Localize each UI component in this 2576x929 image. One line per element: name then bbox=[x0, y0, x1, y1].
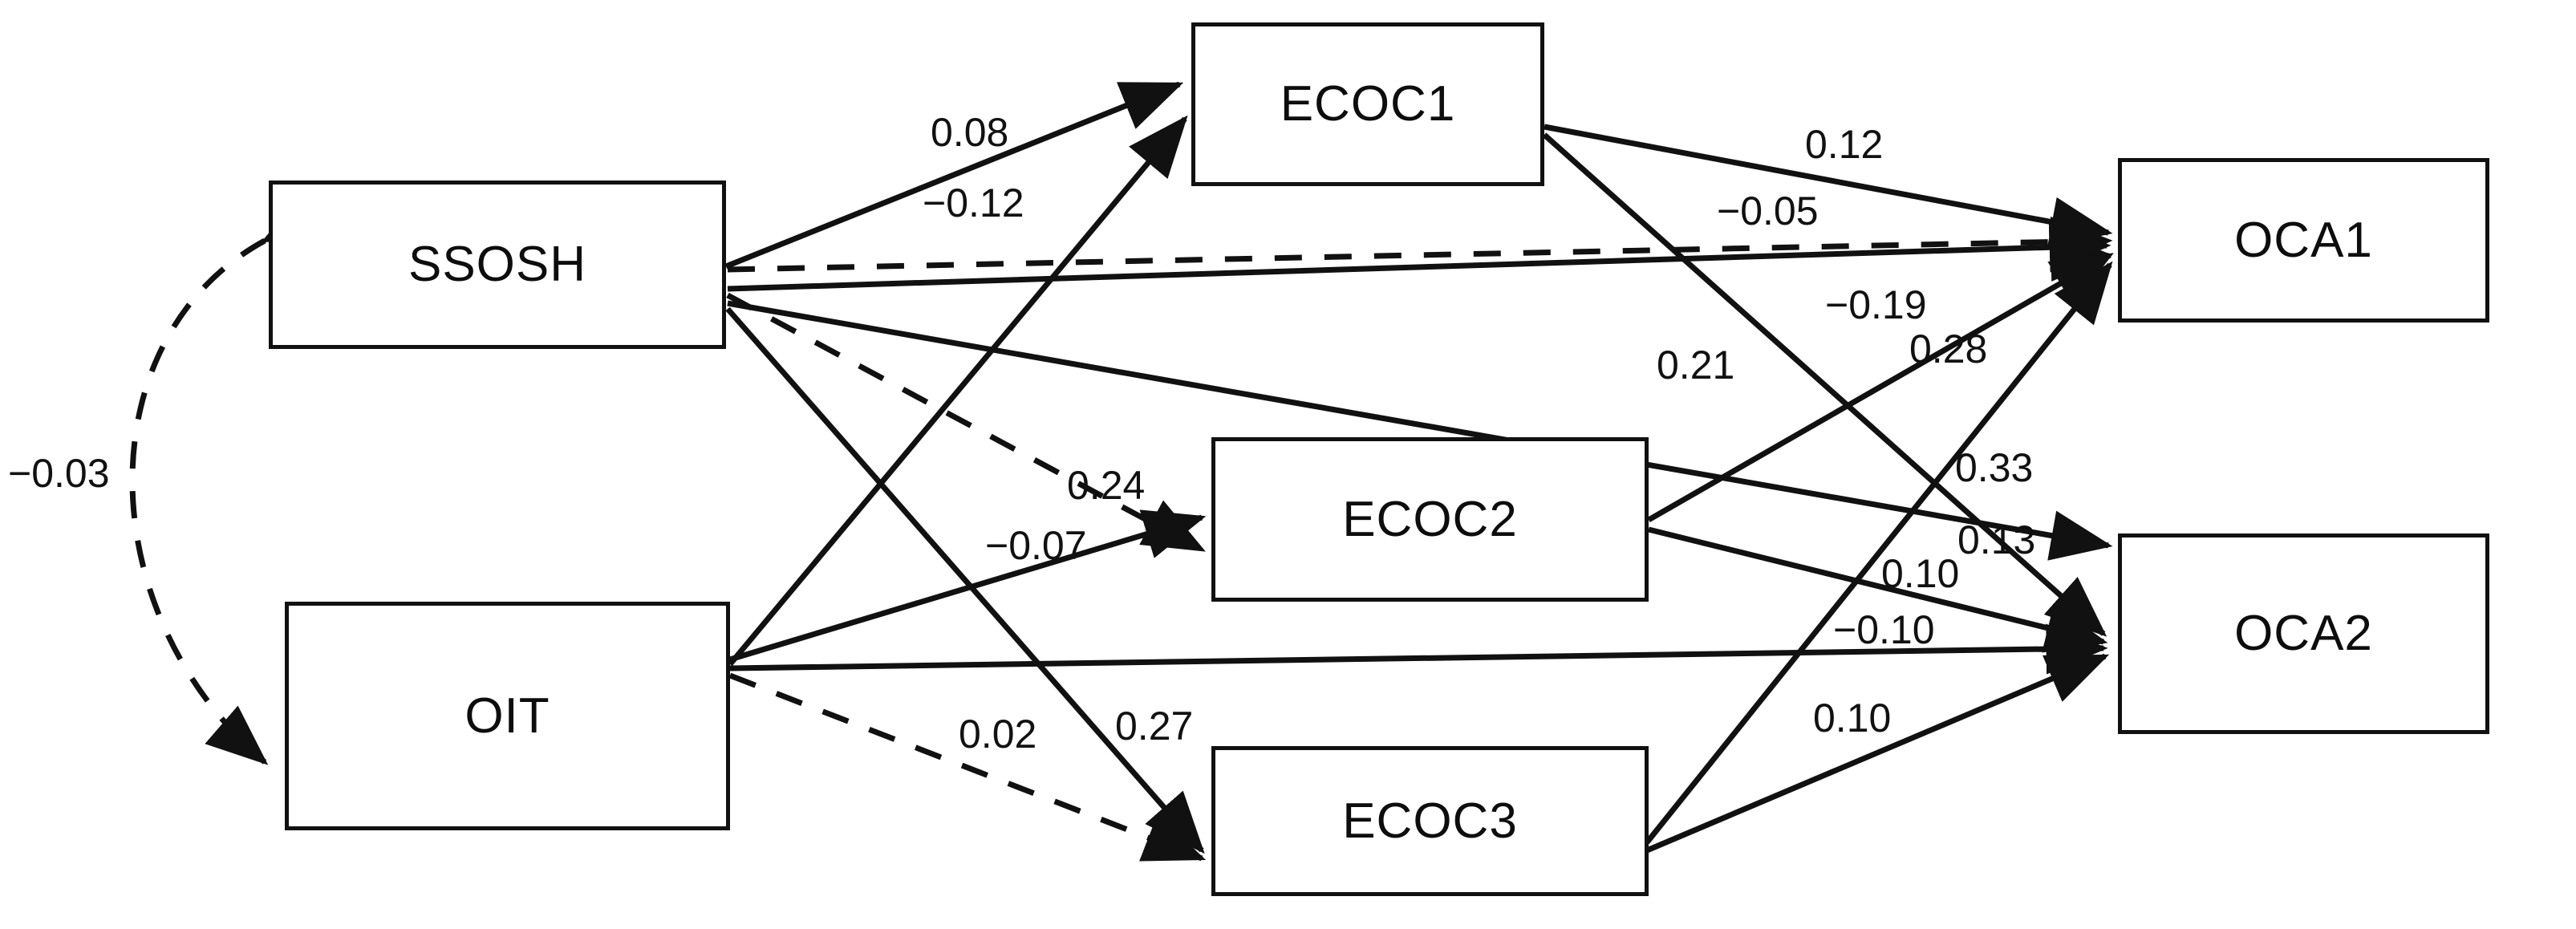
node-oca2[interactable]: OCA2 bbox=[2118, 533, 2489, 734]
edge-ssosh-ecoc1 bbox=[724, 81, 1184, 270]
node-oca1[interactable]: OCA1 bbox=[2118, 158, 2489, 323]
edge-ecoc1-oca1 bbox=[1544, 124, 2113, 247]
node-ssosh[interactable]: SSOSH bbox=[269, 181, 726, 349]
edge-label-ssosh-ecoc3: 0.27 bbox=[1115, 704, 1194, 748]
edge-ssosh-ecoc2-dashed bbox=[726, 292, 1206, 553]
edge-oit-oca2 bbox=[729, 623, 2108, 675]
node-ecoc1-label: ECOC1 bbox=[1280, 76, 1456, 132]
edge-ssosh-oca2 bbox=[727, 300, 2113, 561]
edge-label-ecoc2-oca1: 0.28 bbox=[1909, 327, 1988, 371]
edge-label-ecoc1-oca2: 0.13 bbox=[1957, 517, 2036, 562]
edge-label-ecoc3-oca1: −0.19 bbox=[1825, 282, 1927, 327]
edge-ssosh-oit-covariance bbox=[129, 191, 327, 765]
edge-label-ssosh-ecoc1: 0.08 bbox=[931, 110, 1009, 155]
edge-ecoc3-oca1 bbox=[1645, 261, 2113, 845]
edge-label-oit-ecoc2: 0.24 bbox=[1067, 463, 1146, 508]
node-ecoc3-label: ECOC3 bbox=[1342, 793, 1518, 849]
edge-ssosh-oca1-dashed bbox=[727, 217, 2113, 273]
edge-label-ssosh-ecoc2: −0.07 bbox=[985, 523, 1087, 568]
edge-label-ssosh-oca1-dashed: −0.05 bbox=[1717, 189, 1819, 233]
node-ecoc2[interactable]: ECOC2 bbox=[1211, 437, 1649, 602]
edge-ssosh-ecoc3 bbox=[725, 306, 1205, 854]
node-oca2-label: OCA2 bbox=[2234, 606, 2373, 661]
edge-ecoc1-oca2 bbox=[1542, 132, 2107, 637]
edge-label-ecoc3-oca2: 0.10 bbox=[1813, 696, 1892, 740]
edge-label-oit-ecoc1: −0.12 bbox=[923, 181, 1024, 225]
node-ssosh-label: SSOSH bbox=[408, 237, 587, 292]
edge-ecoc2-oca2 bbox=[1648, 526, 2108, 653]
edge-ssosh-oca1-line bbox=[727, 221, 2112, 292]
edge-oit-ecoc1 bbox=[728, 115, 1188, 667]
node-oca1-label: OCA1 bbox=[2234, 212, 2373, 268]
edge-oit-ecoc2 bbox=[728, 509, 1207, 663]
edge-label-ssosh-oca2: 0.33 bbox=[1955, 445, 2034, 490]
node-oit-label: OIT bbox=[464, 688, 550, 744]
edge-label-ssosh-oca1: 0.21 bbox=[1657, 343, 1735, 387]
node-ecoc2-label: ECOC2 bbox=[1342, 491, 1518, 547]
node-ecoc3[interactable]: ECOC3 bbox=[1211, 746, 1649, 896]
node-oit[interactable]: OIT bbox=[285, 602, 730, 830]
edge-label-ssosh-oit-covariance: −0.03 bbox=[8, 451, 110, 496]
edge-oit-ecoc3-dashed bbox=[728, 672, 1207, 862]
node-ecoc1[interactable]: ECOC1 bbox=[1191, 22, 1544, 186]
edge-ecoc3-oca2 bbox=[1645, 653, 2110, 854]
edge-label-oit-ecoc3: 0.02 bbox=[959, 712, 1037, 757]
edge-label-ecoc2-oca2: 0.10 bbox=[1881, 551, 1960, 596]
edge-label-oit-oca2: −0.10 bbox=[1833, 607, 1935, 652]
edge-label-ecoc1-oca1: 0.12 bbox=[1805, 122, 1884, 167]
